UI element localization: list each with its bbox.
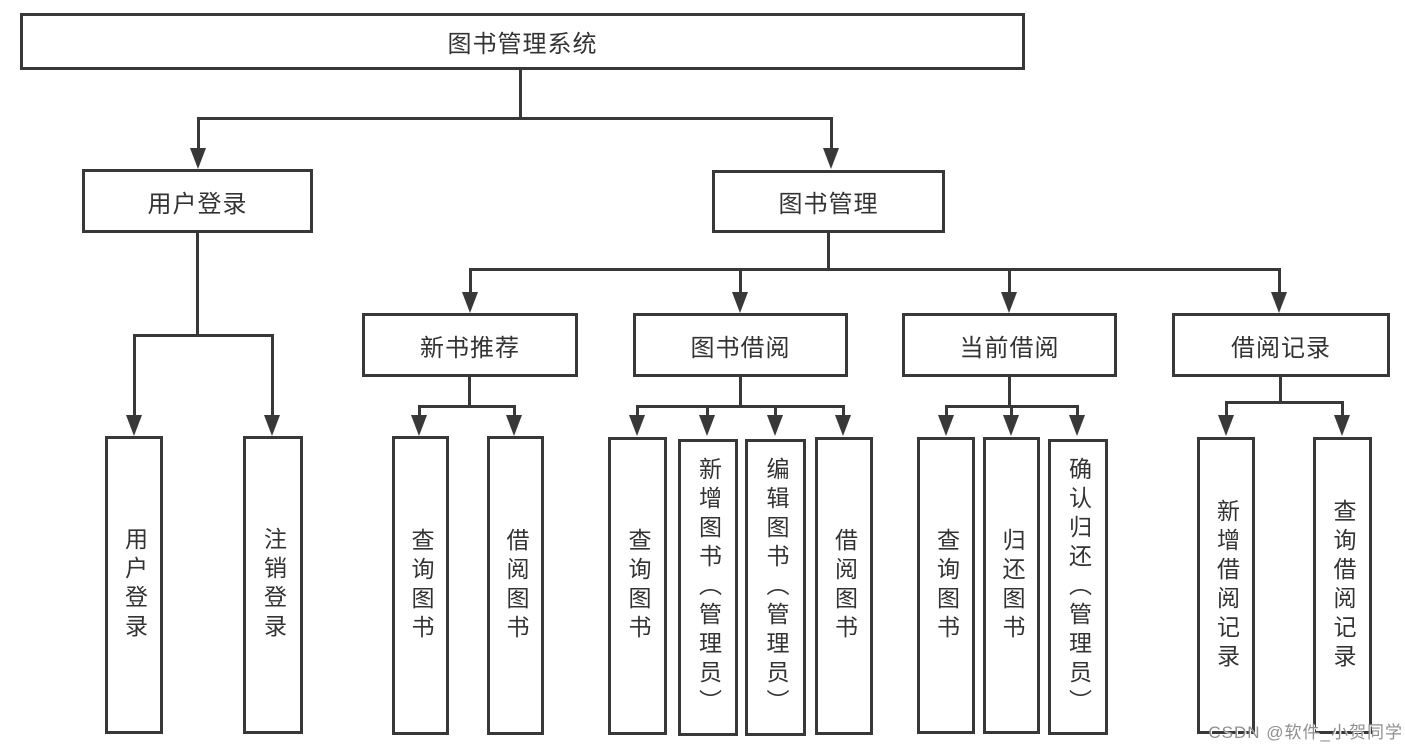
connector-drop-user-login: [197, 117, 200, 149]
leaf-borrow-books-2: 借阅图书: [815, 437, 873, 735]
arrow-down-icon: [1334, 415, 1350, 436]
node-book-management-label: 图书管理: [778, 191, 879, 218]
leaf-query-books-1-label: 查询图书: [408, 527, 434, 644]
node-new-book-recommend-label: 新书推荐: [420, 334, 520, 362]
connector-drop-level3: [469, 268, 472, 293]
leaf-query-books-3: 查询图书: [917, 437, 975, 734]
arrow-down-icon: [699, 415, 715, 436]
connector-drop-leaf: [636, 405, 639, 416]
node-root-label: 图书管理系统: [447, 31, 598, 58]
leaf-query-borrow-record-label: 查询借阅记录: [1330, 498, 1356, 673]
connector-drop-leaf: [513, 405, 516, 416]
leaf-logout-label: 注销登录: [260, 527, 287, 643]
node-book-borrow: 图书借阅: [633, 313, 848, 377]
connector-borrowrecords-hline: [1225, 401, 1344, 404]
arrow-down-icon: [506, 415, 522, 436]
node-user-login: 用户登录: [82, 169, 313, 233]
arrow-down-icon: [1003, 415, 1019, 436]
node-current-borrow-label: 当前借阅: [959, 334, 1060, 362]
leaf-confirm-return-admin-label: 确认归还（管理员）: [1065, 456, 1092, 718]
node-book-borrow-label: 图书借阅: [690, 334, 791, 362]
leaf-user-login-label: 用户登录: [121, 527, 148, 643]
node-root: 图书管理系统: [20, 13, 1025, 70]
arrow-down-icon: [1218, 415, 1234, 436]
node-book-management: 图书管理: [712, 170, 945, 233]
connector-bookborrow-hline: [636, 405, 845, 408]
connector-userlogin-hline: [133, 334, 274, 337]
leaf-query-books-2: 查询图书: [608, 437, 667, 735]
arrow-down-icon: [767, 415, 783, 436]
connector-currentborrow-stem: [1008, 377, 1011, 407]
leaf-edit-book-admin: 编辑图书（管理员）: [745, 439, 806, 736]
connector-drop-level3: [1278, 268, 1281, 293]
connector-drop-leaf: [1076, 405, 1079, 416]
leaf-borrow-books-1-label: 借阅图书: [503, 527, 529, 644]
connector-drop-level3: [739, 268, 742, 293]
connector-drop-leaf: [271, 334, 274, 415]
connector-drop-leaf: [133, 334, 136, 415]
leaf-query-books-2-label: 查询图书: [625, 528, 651, 644]
leaf-borrow-books-1: 借阅图书: [487, 436, 544, 735]
node-new-book-recommend: 新书推荐: [362, 313, 578, 377]
connector-bookmgmt-stem: [827, 233, 830, 271]
connector-drop-leaf: [945, 405, 948, 416]
arrow-down-icon: [462, 292, 478, 313]
watermark: CSDN @软件_小贺同学: [1208, 723, 1403, 742]
connector-bookborrow-stem: [739, 377, 742, 407]
leaf-user-login: 用户登录: [105, 436, 163, 734]
arrow-down-icon: [264, 415, 280, 436]
connector-root-hline: [197, 117, 832, 120]
node-borrow-records: 借阅记录: [1172, 313, 1390, 377]
arrow-down-icon: [190, 148, 206, 169]
arrow-down-icon: [938, 415, 954, 436]
connector-drop-leaf: [418, 405, 421, 416]
node-user-login-label: 用户登录: [147, 190, 248, 218]
leaf-query-borrow-record: 查询借阅记录: [1313, 437, 1372, 734]
arrow-down-icon: [835, 415, 851, 436]
connector-root-stem: [519, 70, 522, 118]
leaf-add-borrow-record-label: 新增借阅记录: [1213, 498, 1240, 673]
leaf-return-book-label: 归还图书: [999, 527, 1025, 644]
leaf-confirm-return-admin: 确认归还（管理员）: [1048, 439, 1108, 735]
leaf-add-borrow-record: 新增借阅记录: [1197, 437, 1255, 734]
connector-drop-leaf: [1010, 405, 1013, 416]
node-borrow-records-label: 借阅记录: [1231, 334, 1331, 362]
connector-drop-book-management: [830, 117, 833, 149]
connector-borrowrecords-stem: [1279, 377, 1282, 404]
connector-drop-leaf: [1341, 401, 1344, 416]
connector-newbook-hline: [418, 405, 516, 408]
connector-drop-leaf: [706, 405, 709, 416]
arrow-down-icon: [823, 148, 839, 169]
arrow-down-icon: [1271, 292, 1287, 313]
connector-drop-leaf: [842, 405, 845, 416]
arrow-down-icon: [126, 415, 142, 436]
connector-userlogin-stem: [196, 233, 199, 335]
connector-newbook-stem: [468, 377, 471, 407]
connector-bookmgmt-hline: [469, 268, 1281, 271]
node-current-borrow: 当前借阅: [902, 313, 1117, 377]
connector-drop-level3: [1008, 268, 1011, 293]
leaf-add-book-admin-label: 新增图书（管理员）: [695, 457, 722, 718]
arrow-down-icon: [629, 415, 645, 436]
leaf-query-books-3-label: 查询图书: [933, 527, 960, 644]
connector-drop-leaf: [1225, 401, 1228, 416]
arrow-down-icon: [1069, 415, 1085, 436]
leaf-add-book-admin: 新增图书（管理员）: [678, 439, 738, 736]
leaf-return-book: 归还图书: [983, 437, 1040, 734]
leaf-query-books-1: 查询图书: [392, 436, 449, 735]
leaf-logout: 注销登录: [243, 436, 303, 734]
leaf-edit-book-admin-label: 编辑图书（管理员）: [763, 457, 789, 718]
arrow-down-icon: [1001, 292, 1017, 313]
leaf-borrow-books-2-label: 借阅图书: [831, 528, 858, 644]
arrow-down-icon: [411, 415, 427, 436]
connector-drop-leaf: [774, 405, 777, 416]
arrow-down-icon: [732, 292, 748, 313]
